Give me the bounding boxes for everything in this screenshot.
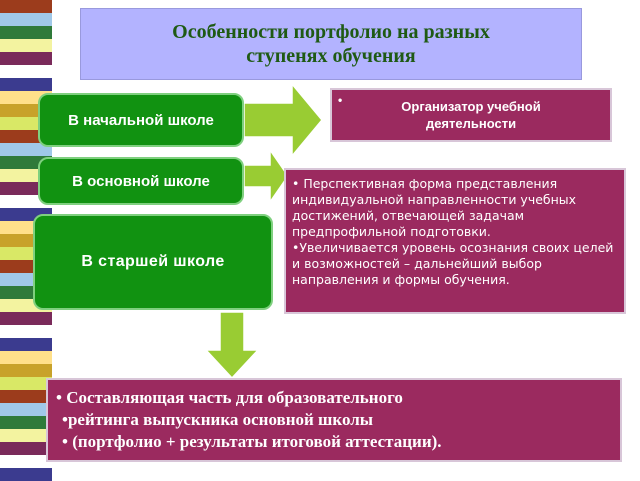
slide-title: Особенности портфолио на разных ступенях… — [172, 21, 490, 67]
slide-title-box: Особенности портфолио на разных ступенях… — [80, 8, 582, 80]
decorative-stripe — [0, 52, 52, 65]
decorative-stripe — [0, 143, 52, 156]
decorative-stripe — [0, 312, 52, 325]
perspective-box: • Перспективная форма представления инди… — [284, 168, 626, 314]
decorative-stripe — [0, 39, 52, 52]
summary-line-3: • (портфолио + результаты итоговой аттес… — [62, 432, 442, 451]
stage-senior-label: В старшей школе — [81, 253, 225, 270]
decorative-stripe — [0, 455, 52, 468]
organizer-box: • Организатор учебной деятельности — [330, 88, 612, 142]
decorative-stripes — [0, 0, 52, 481]
decorative-stripe — [0, 325, 52, 338]
decorative-stripe — [0, 0, 52, 13]
arrow-right-icon-basic — [243, 147, 289, 205]
decorative-stripe — [0, 390, 52, 403]
organizer-bullet: • — [338, 93, 343, 107]
stage-senior-school: В старшей школе — [33, 214, 273, 310]
summary-line-2: •рейтинга выпускника основной школы — [62, 410, 374, 429]
decorative-stripe — [0, 26, 52, 39]
stage-basic-label: В основной школе — [72, 172, 210, 190]
decorative-stripe — [0, 429, 52, 442]
decorative-stripe — [0, 377, 52, 390]
decorative-stripe — [0, 364, 52, 377]
decorative-stripe — [0, 338, 52, 351]
decorative-stripe — [0, 78, 52, 91]
decorative-stripe — [0, 468, 52, 481]
decorative-stripe — [0, 416, 52, 429]
perspective-point-1: • Перспективная форма представления инди… — [292, 176, 577, 239]
summary-line-1: • Составляющая часть для образовательног… — [56, 388, 403, 407]
arrow-down-icon — [204, 311, 260, 380]
summary-box: • Составляющая часть для образовательног… — [46, 378, 622, 462]
decorative-stripe — [0, 442, 52, 455]
decorative-stripe — [0, 351, 52, 364]
decorative-stripe — [0, 65, 52, 78]
stage-basic-school: В основной школе — [38, 157, 244, 205]
organizer-label: Организатор учебной деятельности — [401, 99, 541, 131]
perspective-point-2: •Увеличивается уровень осознания своих ц… — [292, 240, 614, 287]
arrow-right-icon-primary — [243, 81, 323, 159]
decorative-stripe — [0, 403, 52, 416]
decorative-stripe — [0, 13, 52, 26]
stage-primary-label: В начальной школе — [68, 111, 214, 129]
stage-primary-school: В начальной школе — [38, 93, 244, 147]
